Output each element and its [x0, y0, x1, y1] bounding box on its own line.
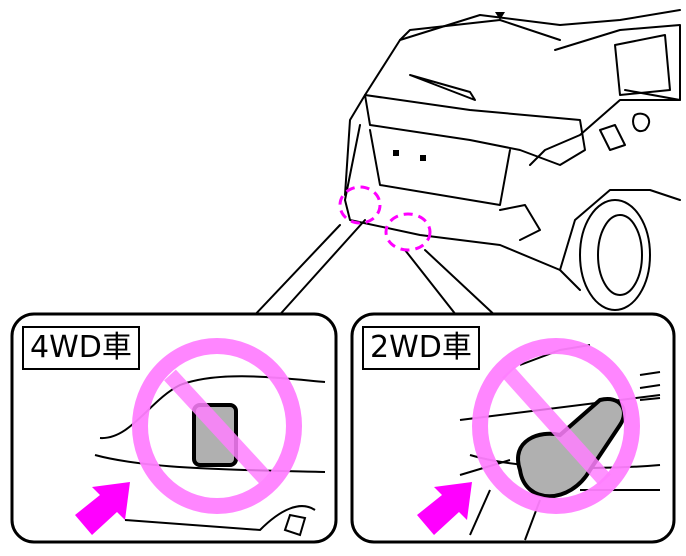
- arrow-icon: [417, 482, 472, 535]
- panel-label-4wd: 4WD車: [22, 326, 140, 370]
- highlight-markers: [338, 185, 432, 252]
- arrow-icon: [75, 482, 130, 535]
- prohibited-icon: [472, 338, 640, 514]
- panel-4wd: [10, 312, 338, 544]
- panel-label-2wd: 2WD車: [362, 326, 480, 370]
- prohibited-icon: [132, 338, 302, 514]
- panel-2wd: [350, 312, 676, 544]
